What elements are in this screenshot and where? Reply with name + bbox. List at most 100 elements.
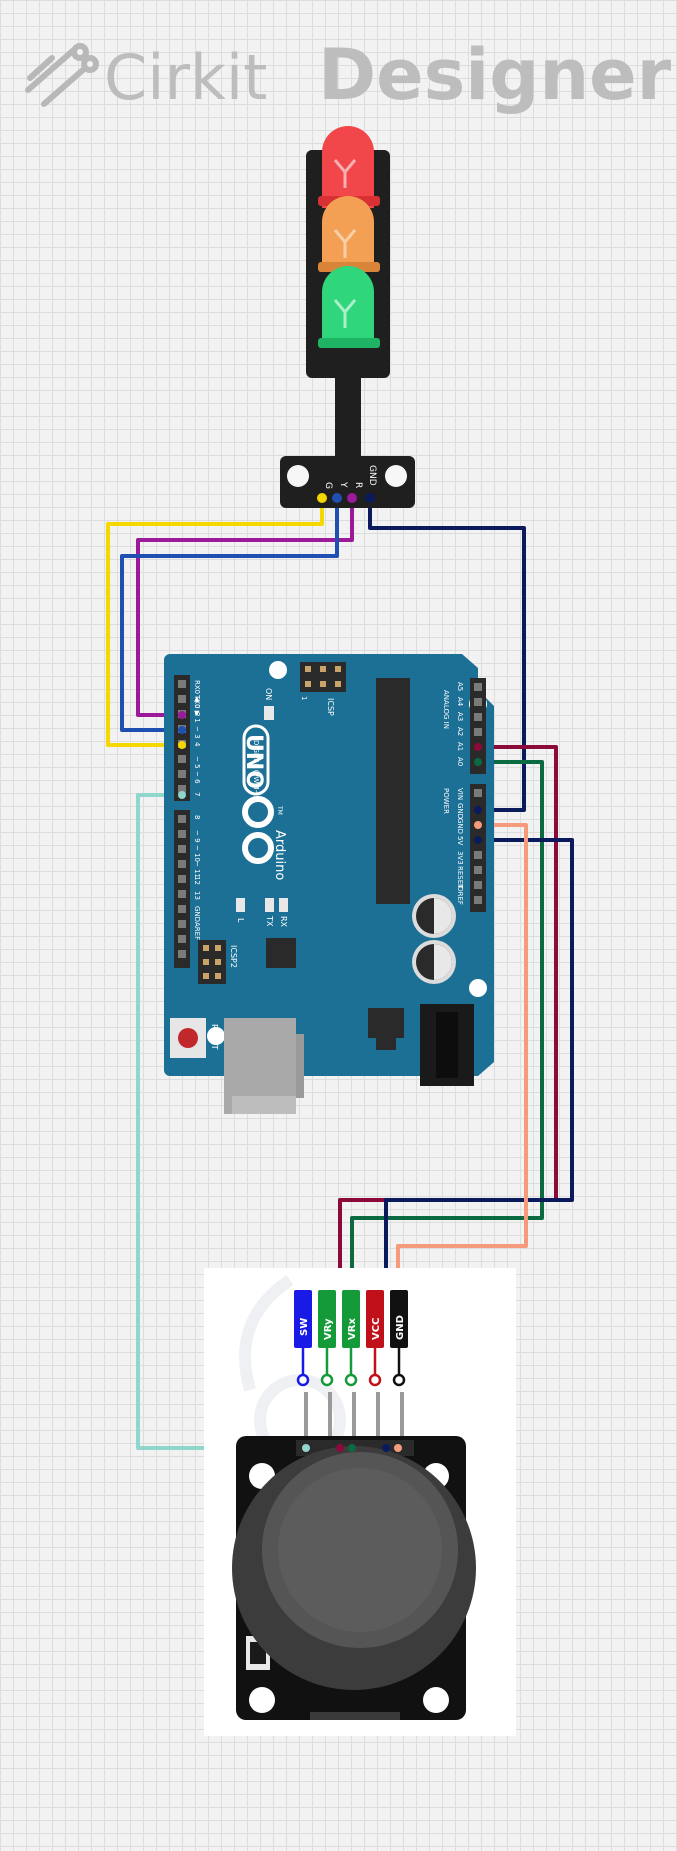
icsp-label: ICSP (326, 698, 335, 716)
wire-blue-y-to-d3[interactable] (120, 498, 339, 732)
pin-a0[interactable] (474, 758, 482, 766)
arduino-board-outline (164, 654, 494, 1076)
pin-5v[interactable] (474, 836, 482, 844)
on-label: ON (264, 688, 273, 700)
power-header-label: POWER (442, 788, 450, 814)
pin-gnd-1[interactable] (474, 806, 482, 814)
rx-label: RX (279, 916, 288, 928)
joystick-thumbstick-top (278, 1468, 442, 1632)
uno-logo: UNO (241, 724, 270, 796)
wire-purple-r-to-d2[interactable] (136, 498, 354, 717)
small-ic-chip (266, 938, 296, 968)
power-header (470, 784, 486, 912)
digital-pin-label: 4 (193, 742, 201, 747)
analog-header-pins (474, 683, 482, 736)
joystick-pin-vrx[interactable] (348, 1444, 356, 1452)
brand-logo: Cirkit Designer (25, 34, 672, 116)
digital-pin-label: GND (193, 906, 201, 922)
arduino-infinity-icon (242, 796, 274, 864)
power-pin-label: VIN (456, 788, 464, 800)
joystick-pin-label-vrx: VRx (347, 1318, 358, 1340)
joystick-pin-sw[interactable] (302, 1444, 310, 1452)
traffic-light-module[interactable]: G Y R GND (280, 126, 415, 508)
joystick-mounting-hole (249, 1687, 275, 1713)
digital-pin-label: ~ 6 (193, 771, 201, 784)
digital-header-label: DIGITAL (PWM~) (252, 740, 260, 798)
voltage-regulator (368, 1008, 404, 1038)
analog-pin-label: A0 (456, 757, 464, 766)
traffic-pin-gnd[interactable] (365, 493, 375, 503)
joystick-pin-gnd[interactable] (394, 1444, 402, 1452)
board-mounting-hole (469, 979, 487, 997)
barrel-jack-hole (436, 1012, 458, 1078)
mounting-hole-right (385, 465, 407, 487)
brand-name-cirkit: Cirkit (104, 41, 267, 114)
digital-pin-label: 12 (193, 876, 201, 885)
traffic-pin-g[interactable] (317, 493, 327, 503)
icsp2-label: ICSP2 (229, 945, 238, 968)
power-pin-label: 5V (456, 836, 464, 845)
digital-pin-label: 2 (193, 712, 201, 716)
usb-port-flange (296, 1034, 304, 1098)
cirkit-pins-logo-icon (25, 43, 99, 107)
digital-header-top (174, 675, 190, 801)
joystick-pin-vcc[interactable] (382, 1444, 390, 1452)
joystick-bottom-connector (310, 1712, 400, 1720)
mounting-hole-left (287, 465, 309, 487)
power-header-pins (474, 789, 482, 904)
arduino-uno-board[interactable]: ICSP 1 RX0 ◀ 0 TX0 ▶ 1 2 ~ 3 4 ~ 5 ~ 6 7… (164, 654, 494, 1114)
digital-pin-labels-bottom: 8 ~ 9 ~ 10 ~ 11 12 13 GND AREF (193, 815, 201, 940)
l-led (236, 898, 245, 912)
power-pin-label: IOREF (456, 884, 464, 905)
joystick-mounting-hole (423, 1687, 449, 1713)
traffic-pin-y[interactable] (332, 493, 342, 503)
power-pin-labels: VIN GND GND 5V 3V3 RESET IOREF (456, 788, 464, 905)
arduino-trademark: TM (276, 805, 283, 815)
traffic-pin-label-g: G (323, 482, 333, 489)
pin-a1[interactable] (474, 743, 482, 751)
joystick-pin-label-vry: VRy (323, 1318, 334, 1340)
pin-d7[interactable] (178, 791, 186, 799)
reset-button-cap[interactable] (178, 1028, 198, 1048)
tx-label: TX (265, 915, 274, 927)
digital-header-bottom-pins (178, 815, 186, 958)
capacitor (412, 894, 456, 938)
voltage-regulator-tab (376, 1038, 396, 1050)
pin-d4[interactable] (178, 741, 186, 749)
icsp2-pins (203, 945, 221, 979)
traffic-light-base (280, 456, 415, 508)
board-mounting-hole (269, 661, 287, 679)
digital-pin-label: ~ 11 (193, 861, 201, 878)
pin-d3[interactable] (178, 726, 186, 734)
icsp2-header (198, 940, 226, 984)
traffic-pin-label-r: R (353, 482, 363, 488)
joystick-pin-labels: SW VRy VRx VCC GND (299, 1315, 406, 1340)
green-led[interactable] (318, 266, 380, 348)
joystick-pin-rings (296, 1348, 406, 1387)
joystick-pin-tags (294, 1290, 408, 1348)
analog-pin-label: A3 (456, 712, 464, 721)
power-pin-label: 3V3 (456, 851, 464, 865)
red-led[interactable] (318, 126, 380, 208)
capacitor (412, 940, 456, 984)
wire-yellow-g-to-d4[interactable] (106, 498, 324, 747)
wire-navy-gnd-to-gnd[interactable] (368, 498, 526, 812)
joystick-pin-label-sw: SW (299, 1318, 310, 1336)
pin-d2[interactable] (178, 711, 186, 719)
joystick-module[interactable]: SW VRy VRx VCC GND (204, 1268, 516, 1736)
brand-name-designer: Designer (318, 34, 672, 116)
digital-pin-label: 13 (193, 891, 201, 900)
pin-gnd-2[interactable] (474, 821, 482, 829)
traffic-pin-r[interactable] (347, 493, 357, 503)
on-led (264, 706, 274, 720)
analog-pin-label: A4 (456, 697, 464, 707)
icsp-pins (305, 666, 341, 687)
analog-pin-label: A2 (456, 727, 464, 736)
joystick-pin-vry[interactable] (336, 1444, 344, 1452)
rx-led (279, 898, 288, 912)
joystick-pin-label-vcc: VCC (371, 1318, 382, 1340)
digital-pin-label: ~ 10 (193, 845, 201, 862)
joystick-pin-label-gnd: GND (395, 1315, 406, 1340)
reset-label: RESET (210, 1024, 219, 1050)
